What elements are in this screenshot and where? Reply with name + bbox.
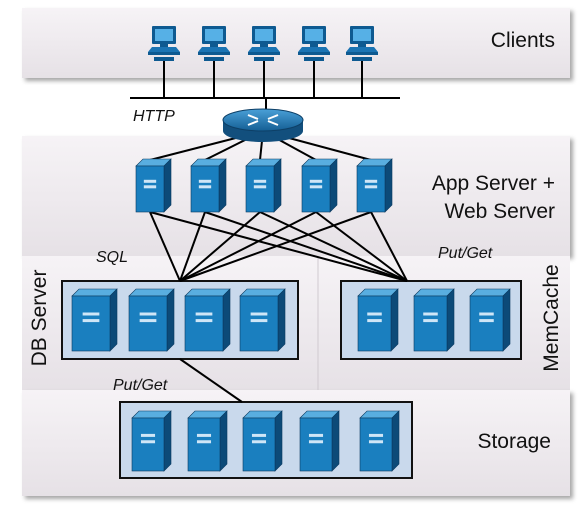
sql-link: [179, 211, 261, 282]
app-server-icon: [301, 158, 338, 213]
putget-link: [204, 211, 408, 282]
sql-link: [149, 211, 181, 282]
storage-link: [179, 358, 243, 403]
clients-label: Clients: [491, 29, 555, 52]
memcache-label: MemCache: [540, 264, 563, 371]
app-server-icon: [245, 158, 282, 213]
app-server-label-line1: App Server +: [432, 172, 555, 195]
app-server-icon: [190, 158, 227, 213]
storage-machines: [131, 410, 400, 472]
clients-panel: [22, 8, 570, 78]
storage-server-icon: [359, 410, 400, 472]
client-computers: [148, 26, 378, 61]
db-server-icon: [239, 288, 286, 352]
client-computer-icon: [148, 26, 180, 61]
storage-server-icon: [131, 410, 172, 472]
sql-link: [179, 211, 206, 282]
storage-server-icon: [299, 410, 340, 472]
putget-link: [370, 211, 408, 282]
sql-link: [179, 211, 372, 282]
db-server-machines: [71, 288, 286, 352]
memcache-server-icon: [357, 288, 399, 352]
storage-label: Storage: [477, 430, 551, 453]
client-computer-icon: [298, 26, 330, 61]
db-server-icon: [184, 288, 231, 352]
memcache-putget-label: Put/Get: [438, 245, 493, 262]
memcache-machines: [357, 288, 511, 352]
client-computer-icon: [346, 26, 378, 61]
sql-link: [179, 211, 317, 282]
router-icon: [222, 108, 304, 142]
app-server-icon: [135, 158, 172, 213]
app-server-panel: [22, 136, 570, 256]
client-computer-icon: [248, 26, 280, 61]
memcache-server-icon: [469, 288, 511, 352]
db-server-icon: [128, 288, 175, 352]
db-server-label: DB Server: [28, 270, 51, 367]
http-label: HTTP: [133, 108, 175, 125]
app-server-label-line2: Web Server: [445, 200, 556, 223]
memcache-server-icon: [413, 288, 455, 352]
putget-link: [315, 211, 408, 282]
storage-server-icon: [242, 410, 283, 472]
sql-label: SQL: [96, 249, 128, 266]
client-computer-icon: [198, 26, 230, 61]
putget-link: [259, 211, 408, 282]
putget-link: [149, 211, 408, 282]
storage-putget-label: Put/Get: [113, 377, 168, 394]
app-server-machines: [135, 158, 393, 213]
app-server-icon: [356, 158, 393, 213]
db-server-icon: [71, 288, 118, 352]
storage-server-icon: [187, 410, 228, 472]
